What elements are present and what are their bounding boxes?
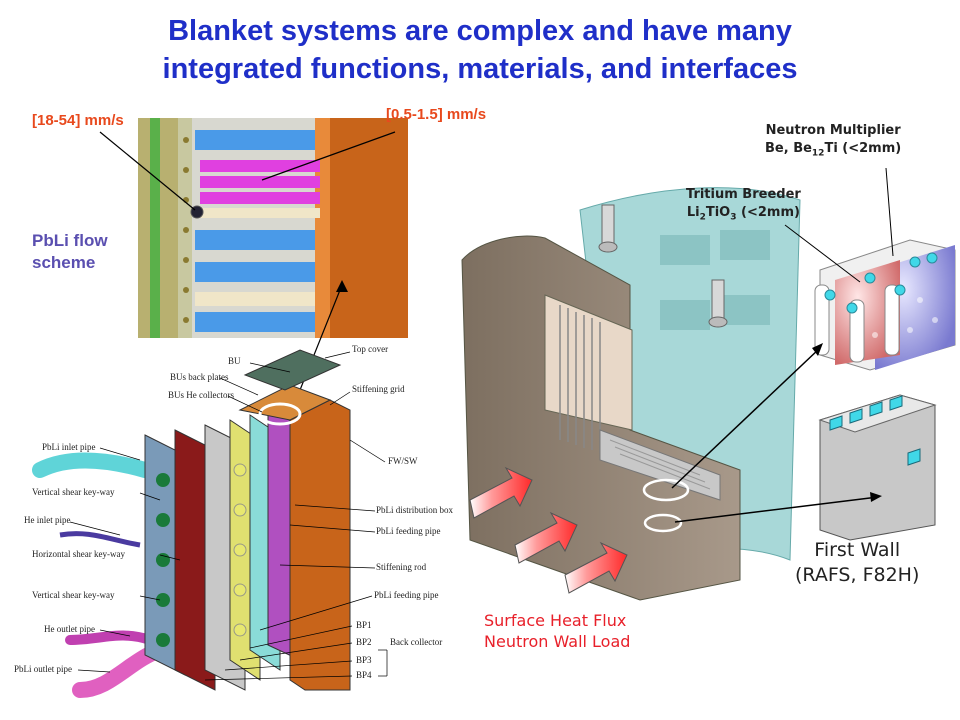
zoom-leader-arrowhead [336, 280, 348, 292]
bus-he-collectors-label: BUs He collectors [168, 390, 234, 400]
tritium-breeder-formula-a: Li [686, 205, 700, 220]
heat-flux-line-1: Surface Heat Flux [484, 611, 627, 630]
exploded-module-view [32, 349, 351, 698]
first-wall-label: First Wall (RAFS, F82H) [795, 538, 919, 588]
pbli-distribution-box-label: PbLi distribution box [376, 505, 454, 515]
slow-flow-leader [261, 131, 396, 181]
title-line-2: integrated functions, materials, and int… [162, 53, 798, 85]
pebble-zoom-arrowhead [812, 343, 823, 356]
bu-label: BU [228, 356, 241, 366]
tritium-breeder-line-1: Tritium Breeder [686, 187, 801, 202]
horizontal-shear-key-way-label: Horizontal shear key-way [32, 549, 125, 559]
top-cover-label: Top cover [352, 344, 389, 354]
vertical-shear-key-way-2-label: Vertical shear key-way [32, 590, 115, 600]
tritium-breeder-subscript-2: 3 [730, 212, 737, 223]
tritium-breeder-formula-b: TiO [705, 205, 731, 220]
exploded-view-leaders [69, 351, 388, 681]
pbli-feeding-pipe-1-label: PbLi feeding pipe [376, 526, 441, 536]
pebble-bed-image [814, 239, 956, 371]
heat-flux-label: Surface Heat Flux Neutron Wall Load [484, 610, 630, 652]
first-wall-section-image [818, 394, 937, 541]
tritium-breeder-formula-c: (<2mm) [736, 205, 800, 220]
bp4-label: BP4 [356, 670, 372, 680]
neutron-multiplier-formula-b: Ti (<2mm) [824, 141, 902, 156]
neutron-multiplier-formula-a: Be, Be [765, 141, 812, 156]
stiffening-rod-label: Stiffening rod [376, 562, 427, 572]
first-wall-arrowhead [870, 492, 882, 502]
back-collector-label: Back collector [390, 637, 443, 647]
pbli-feeding-pipe-2-label: PbLi feeding pipe [374, 590, 439, 600]
tritium-breeder-line-2: Li2TiO3 (<2mm) [686, 204, 801, 227]
bp2-label: BP2 [356, 637, 372, 647]
title-line-1: Blanket systems are complex and have man… [168, 15, 792, 47]
fw-sw-label: FW/SW [388, 456, 418, 466]
heat-flux-arrows [469, 466, 628, 594]
heat-flux-line-2: Neutron Wall Load [484, 632, 631, 651]
first-wall-line-1: First Wall [814, 539, 901, 561]
breeder-leader [784, 224, 861, 283]
he-inlet-pipe-label: He inlet pipe [24, 515, 71, 525]
bus-back-plates-label: BUs back plates [170, 372, 229, 382]
slide-title: Blanket systems are complex and have man… [0, 12, 960, 88]
pbli-outlet-pipe-label: PbLi outlet pipe [14, 664, 72, 674]
tritium-breeder-label: Tritium Breeder Li2TiO3 (<2mm) [686, 186, 801, 227]
multiplier-leader [885, 167, 894, 257]
bp3-label: BP3 [356, 655, 372, 665]
fast-flow-leader [99, 131, 196, 211]
fast-flow-rate-label: [18-54] mm/s [32, 112, 124, 129]
first-wall-line-2: (RAFS, F82H) [795, 564, 920, 586]
neutron-multiplier-subscript: 12 [811, 148, 825, 159]
stiffening-grid-label: Stiffening grid [352, 384, 405, 394]
first-wall-leader [674, 496, 879, 523]
pbli-flow-scheme-label: PbLi flow scheme [32, 231, 108, 272]
pebble-zoom-leader [671, 347, 821, 489]
pbli-inlet-pipe-label: PbLi inlet pipe [42, 442, 96, 452]
neutron-multiplier-line-2: Be, Be12Ti (<2mm) [765, 140, 901, 163]
slow-flow-rate-label: [0.5-1.5] mm/s [386, 106, 487, 123]
pbli-flow-scheme-image [138, 118, 408, 338]
bp1-label: BP1 [356, 620, 372, 630]
blanket-module-3d [461, 187, 801, 601]
neutron-multiplier-line-1: Neutron Multiplier [765, 123, 901, 138]
tritium-breeder-subscript-1: 2 [699, 212, 706, 223]
neutron-multiplier-label: Neutron Multiplier Be, Be12Ti (<2mm) [765, 122, 901, 163]
he-outlet-pipe-label: He outlet pipe [44, 624, 95, 634]
vertical-shear-key-way-1-label: Vertical shear key-way [32, 487, 115, 497]
